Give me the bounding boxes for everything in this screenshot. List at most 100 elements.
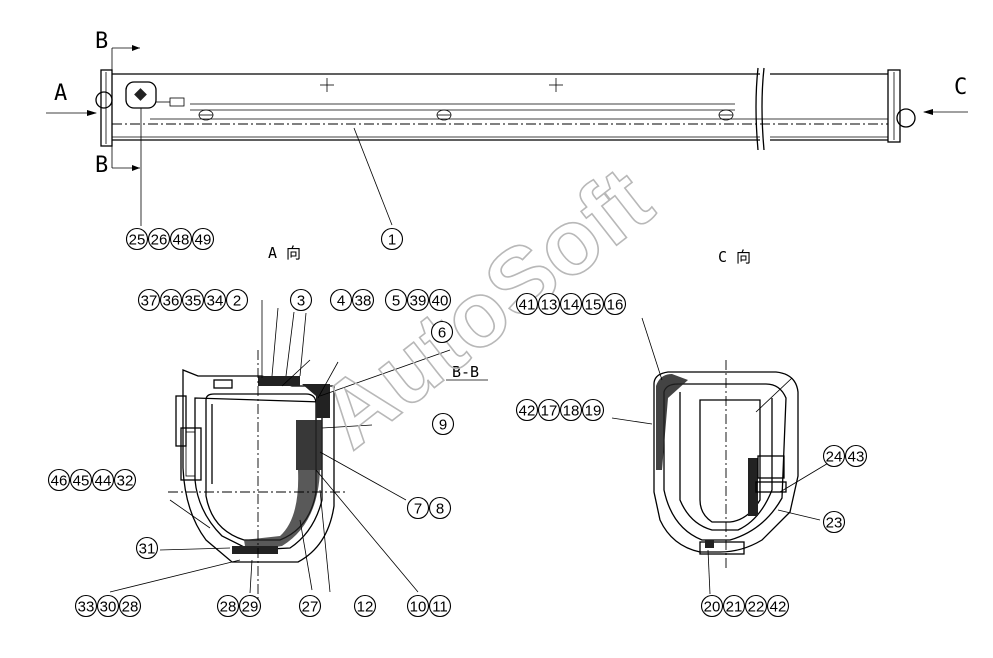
callout-number: 33: [78, 599, 95, 616]
callout-number: 25: [129, 232, 146, 249]
callout-number: 28: [122, 599, 139, 616]
callout-number: 31: [139, 541, 156, 558]
view-a-arrow-label: A: [54, 81, 67, 106]
callout-number: 6: [438, 325, 446, 342]
callout-number: 18: [563, 403, 580, 420]
callout-31: 31: [135, 536, 159, 560]
callout-9: 9: [431, 412, 455, 436]
view-c-section: [611, 317, 831, 595]
callout-number: 44: [95, 473, 112, 490]
view-c-arrow-label: C: [954, 75, 967, 100]
callout-number: 42: [770, 599, 787, 616]
view-a-title: A 向: [268, 244, 301, 262]
callout-5: 5: [384, 288, 408, 312]
callout-number: 3: [297, 293, 305, 310]
callout-45: 45: [69, 468, 93, 492]
callout-44: 44: [91, 468, 115, 492]
callout-number: 30: [100, 599, 117, 616]
callout-number: 35: [185, 293, 202, 310]
callout-22: 22: [744, 594, 768, 618]
callout-42: 42: [766, 594, 790, 618]
callout-11: 11: [428, 594, 452, 618]
callout-number: 2: [233, 293, 241, 310]
callout-43: 43: [844, 444, 868, 468]
callout-number: 24: [826, 449, 843, 466]
callout-28: 28: [216, 594, 240, 618]
callout-number: 10: [410, 599, 427, 616]
callout-number: 22: [748, 599, 765, 616]
callout-12: 12: [353, 594, 377, 618]
callout-number: 26: [151, 232, 168, 249]
callout-37: 37: [137, 288, 161, 312]
callout-number: 12: [357, 599, 374, 616]
callout-20: 20: [700, 594, 724, 618]
callout-25: 25: [125, 227, 149, 251]
callout-number: 34: [207, 293, 224, 310]
callout-35: 35: [181, 288, 205, 312]
callout-13: 13: [537, 292, 561, 316]
callout-number: 49: [195, 232, 212, 249]
callout-40: 40: [428, 288, 452, 312]
callout-32: 32: [113, 468, 137, 492]
callout-29: 29: [238, 594, 262, 618]
callout-number: 45: [73, 473, 90, 490]
section-b-label-bottom: B: [95, 153, 108, 178]
callout-27: 27: [298, 594, 322, 618]
view-c-title: C 向: [718, 248, 751, 266]
callout-number: 21: [726, 599, 743, 616]
callout-number: 17: [541, 403, 558, 420]
callout-number: 39: [410, 293, 427, 310]
section-bb-title: B-B: [452, 363, 479, 381]
callout-number: 5: [392, 293, 400, 310]
callout-number: 41: [519, 297, 536, 314]
callout-6: 6: [430, 320, 454, 344]
callout-36: 36: [159, 288, 183, 312]
callout-1: 1: [380, 227, 404, 251]
callout-number: 46: [51, 473, 68, 490]
callout-21: 21: [722, 594, 746, 618]
callout-28: 28: [118, 594, 142, 618]
callout-number: 16: [607, 297, 624, 314]
callout-10: 10: [406, 594, 430, 618]
callout-number: 29: [242, 599, 259, 616]
callout-number: 20: [704, 599, 721, 616]
callout-26: 26: [147, 227, 171, 251]
callout-number: 48: [173, 232, 190, 249]
callout-19: 19: [581, 398, 605, 422]
callout-number: 27: [302, 599, 319, 616]
callout-number: 43: [848, 449, 865, 466]
callout-33: 33: [74, 594, 98, 618]
callout-number: 1: [388, 232, 396, 249]
callout-15: 15: [581, 292, 605, 316]
callout-41: 41: [515, 292, 539, 316]
callout-8: 8: [428, 496, 452, 520]
section-b-label-top: B: [95, 29, 108, 54]
callout-49: 49: [191, 227, 215, 251]
callout-2: 2: [225, 288, 249, 312]
callout-30: 30: [96, 594, 120, 618]
callout-16: 16: [603, 292, 627, 316]
callout-number: 11: [432, 599, 448, 616]
callout-17: 17: [537, 398, 561, 422]
callout-46: 46: [47, 468, 71, 492]
callout-48: 48: [169, 227, 193, 251]
callout-number: 38: [355, 293, 372, 310]
callout-7: 7: [406, 496, 430, 520]
callout-number: 32: [117, 473, 134, 490]
callout-24: 24: [822, 444, 846, 468]
callout-34: 34: [203, 288, 227, 312]
callout-number: 9: [439, 417, 447, 434]
callout-number: 7: [414, 501, 422, 518]
callout-number: 37: [141, 293, 158, 310]
callout-number: 8: [436, 501, 444, 518]
callout-number: 36: [163, 293, 180, 310]
callout-18: 18: [559, 398, 583, 422]
callout-number: 4: [337, 293, 345, 310]
callout-39: 39: [406, 288, 430, 312]
callout-42: 42: [515, 398, 539, 422]
callout-number: 19: [585, 403, 602, 420]
callout-number: 28: [220, 599, 237, 616]
callout-3: 3: [289, 288, 313, 312]
